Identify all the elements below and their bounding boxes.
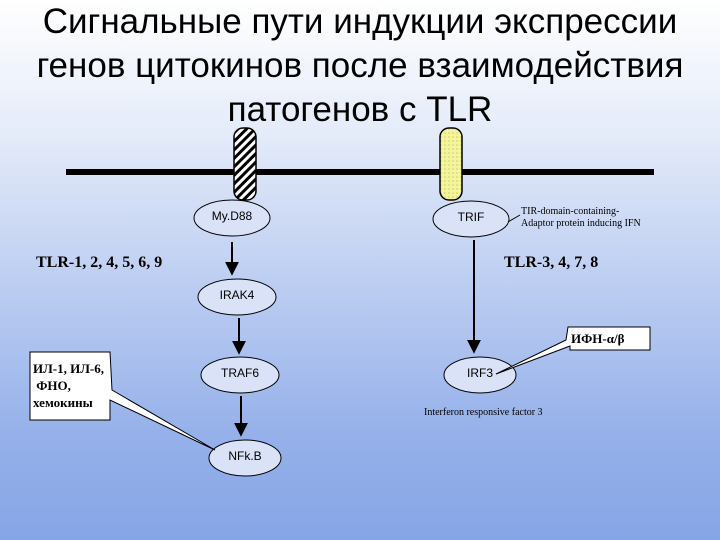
trif-label: TRIF xyxy=(457,210,485,224)
irak4-label: IRAK4 xyxy=(219,288,255,302)
traf6-node xyxy=(200,356,280,394)
irf3-description: Interferon responsive factor 3 xyxy=(424,407,543,418)
title-line-1: Сигнальные пути индукции экспрессии xyxy=(42,2,678,41)
ifn-label: ИФН-α/β xyxy=(571,331,625,346)
irf3-node xyxy=(443,356,517,394)
myd88-node xyxy=(193,199,271,237)
page-title: Сигнальные пути индукции экспрессии гено… xyxy=(0,0,720,132)
trif-description-line-1: TIR-domain-containing- xyxy=(521,206,620,217)
trif-node xyxy=(432,200,510,238)
trif-description-line-2: Adaptor protein inducing IFN xyxy=(521,218,641,229)
traf6-label: TRAF6 xyxy=(220,366,259,380)
nfkb-label: NFk.B xyxy=(228,449,262,463)
trif-description-connector xyxy=(507,214,521,223)
cytokine-line-2: ФНО, xyxy=(33,378,71,393)
irf3-label: IRF3 xyxy=(466,366,493,380)
cytokine-callout-text: ИЛ-1, ИЛ-6, ФНО, хемокины xyxy=(33,360,104,411)
tlr-left-label: TLR-1, 2, 4, 5, 6, 9 xyxy=(36,254,163,271)
myd88-label: My.D88 xyxy=(211,209,253,223)
ifn-callout xyxy=(495,326,651,375)
cytokine-line-3: хемокины xyxy=(33,395,93,410)
nfkb-node xyxy=(208,439,282,477)
cytokine-line-1: ИЛ-1, ИЛ-6, xyxy=(33,361,105,376)
tlr-receptor-right xyxy=(439,127,463,201)
tlr-receptor-left xyxy=(233,127,257,201)
cytokine-callout xyxy=(29,351,216,451)
title-line-3: патогенов с TLR xyxy=(227,90,493,129)
title-line-2: генов цитокинов после взаимодействия xyxy=(36,46,684,85)
irak4-node xyxy=(197,278,277,316)
tlr-right-label: TLR-3, 4, 7, 8 xyxy=(504,254,599,271)
trif-description: TIR-domain-containing- Adaptor protein i… xyxy=(521,206,641,230)
